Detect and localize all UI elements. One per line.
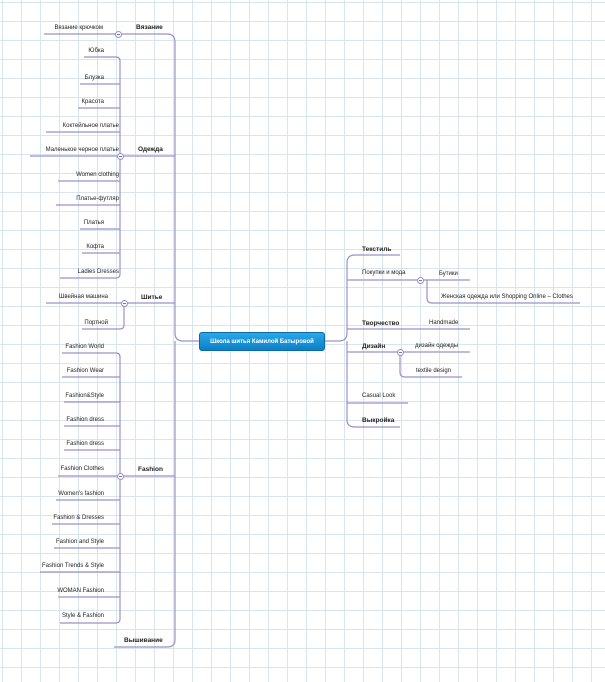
branch-node-casual-look[interactable]: Casual Look <box>362 393 396 399</box>
collapse-toggle-fashion[interactable] <box>117 473 124 480</box>
branch-node-fashion[interactable]: Fashion <box>138 466 163 473</box>
leaf-node[interactable]: Маленькое черное платье <box>45 147 119 153</box>
trunk-left-lower <box>114 341 176 648</box>
leaf-node[interactable]: Women clothing <box>76 172 119 178</box>
leaf-node[interactable]: Юбка <box>88 48 104 54</box>
leaf-node[interactable]: Красота <box>81 99 104 105</box>
trunk-left <box>114 33 199 342</box>
leaf-node[interactable]: Fashion World <box>65 344 104 350</box>
leaf-node[interactable]: Handmade <box>429 320 459 326</box>
leaf-node[interactable]: Ladies Dresses <box>77 269 119 275</box>
root-node[interactable]: Школа шитья Камилой Батыровой <box>199 332 325 351</box>
leaf-node[interactable]: Fashion dress <box>66 441 104 447</box>
branch-node-tvorchestvo[interactable]: Творчество <box>362 320 400 327</box>
leaf-node[interactable]: Fashion Clothes <box>60 466 104 472</box>
collapse-toggle-shitye[interactable] <box>121 300 128 307</box>
leaf-node[interactable]: Fashion&Style <box>65 393 104 399</box>
branch-node-odezhda[interactable]: Одежда <box>138 146 163 153</box>
leaf-node[interactable]: Fashion Trends & Style <box>41 563 104 569</box>
leaf-node[interactable]: Женская одежда или Shopping Online – Clo… <box>441 294 573 300</box>
collapse-toggle-pokupki[interactable] <box>417 277 424 284</box>
leaf-node[interactable]: Коктейльное платье <box>62 123 119 129</box>
branch-node-tekstil[interactable]: Текстиль <box>362 246 392 253</box>
leaf-node[interactable]: textile design <box>416 368 452 374</box>
collapse-toggle-dizain[interactable] <box>397 349 404 356</box>
leaf-node[interactable]: Портной <box>84 320 108 326</box>
leaf-node[interactable]: Швейная машина <box>58 294 108 300</box>
leaf-node[interactable]: Fashion dress <box>66 417 104 423</box>
branch-node-vyazanie[interactable]: Вязание <box>136 24 163 31</box>
leaf-node[interactable]: Fashion and Style <box>55 539 104 545</box>
leaf-node[interactable]: Women's fashion <box>58 491 104 497</box>
leaf-node[interactable]: Fashion & Dresses <box>53 515 104 521</box>
leaf-node[interactable]: Блузка <box>84 75 104 81</box>
leaf-node[interactable]: Style & Fashion <box>61 613 104 619</box>
leaf-node[interactable]: WOMAN Fashion <box>57 588 104 594</box>
leaf-node[interactable]: Платье-футляр <box>76 196 119 202</box>
leaf-node[interactable]: Вязание крючком <box>54 25 103 31</box>
leaf-node[interactable]: Бутики <box>439 271 458 277</box>
branch-node-shitye[interactable]: Шитье <box>141 294 163 301</box>
trunk-right-lower <box>346 341 400 428</box>
leaf-node[interactable]: Кофта <box>86 244 104 250</box>
leaf-node[interactable]: дизайн одежды <box>415 343 459 349</box>
branch-node-pokupki[interactable]: Покупки и мода <box>362 270 406 276</box>
branch-node-dizain[interactable]: Дизайн <box>362 343 386 350</box>
root-label: Школа шитья Камилой Батыровой <box>210 338 314 345</box>
leaf-node[interactable]: Платья <box>83 220 104 226</box>
branch-node-vykroyka[interactable]: Выкройка <box>362 417 395 424</box>
collapse-toggle-odezhda[interactable] <box>117 153 124 160</box>
trunk-right <box>325 254 400 342</box>
branch-node-vyshivanie[interactable]: Вышивание <box>124 637 163 644</box>
leaf-node[interactable]: Fashion Wear <box>66 368 104 374</box>
collapse-toggle-vyazanie[interactable] <box>115 31 122 38</box>
